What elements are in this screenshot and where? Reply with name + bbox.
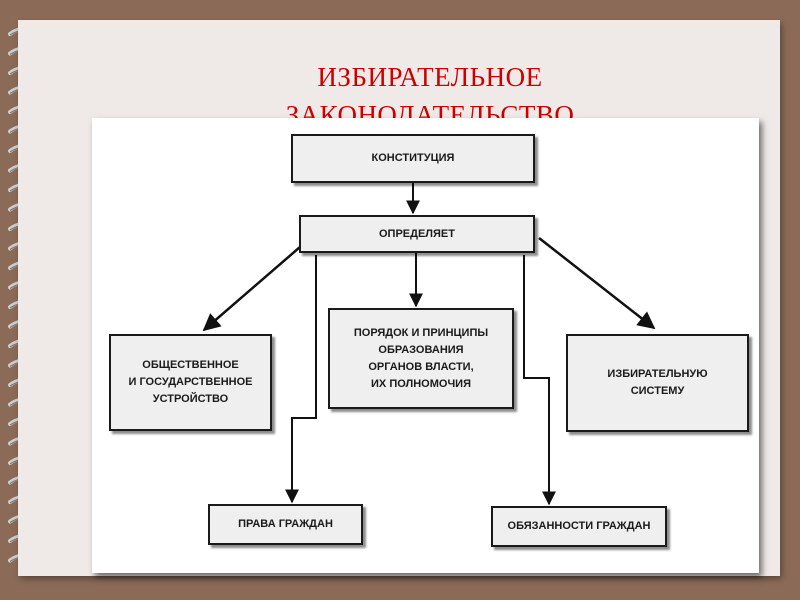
arrow-to-public-structure [202, 246, 301, 332]
arrow-to-citizens-rights [285, 255, 317, 504]
diagram-sheet: КОНСТИТУЦИЯ ОПРЕДЕЛЯЕТ ОБЩЕСТВЕННОЕ И ГО… [92, 118, 759, 573]
arrow-to-electoral-system [538, 237, 656, 330]
node-citizens-rights: ПРАВА ГРАЖДАН [208, 504, 363, 545]
node-citizens-duties: ОБЯЗАННОСТИ ГРАЖДАН [491, 506, 667, 547]
node-constitution: КОНСТИТУЦИЯ [291, 134, 535, 183]
diagram-connectors [202, 183, 656, 506]
arrow-to-citizens-duties [523, 255, 556, 506]
node-order-principles: ПОРЯДОК И ПРИНЦИПЫ ОБРАЗОВАНИЯ ОРГАНОВ В… [328, 308, 514, 409]
node-determines: ОПРЕДЕЛЯЕТ [299, 215, 535, 253]
node-public-structure: ОБЩЕСТВЕННОЕ И ГОСУДАРСТВЕННОЕ УСТРОЙСТВ… [109, 334, 272, 431]
node-electoral-system: ИЗБИРАТЕЛЬНУЮ СИСТЕМУ [566, 334, 749, 432]
slide-title: ИЗБИРАТЕЛЬНОЕ ЗАКОНОДАТЕЛЬСТВО [285, 62, 575, 120]
